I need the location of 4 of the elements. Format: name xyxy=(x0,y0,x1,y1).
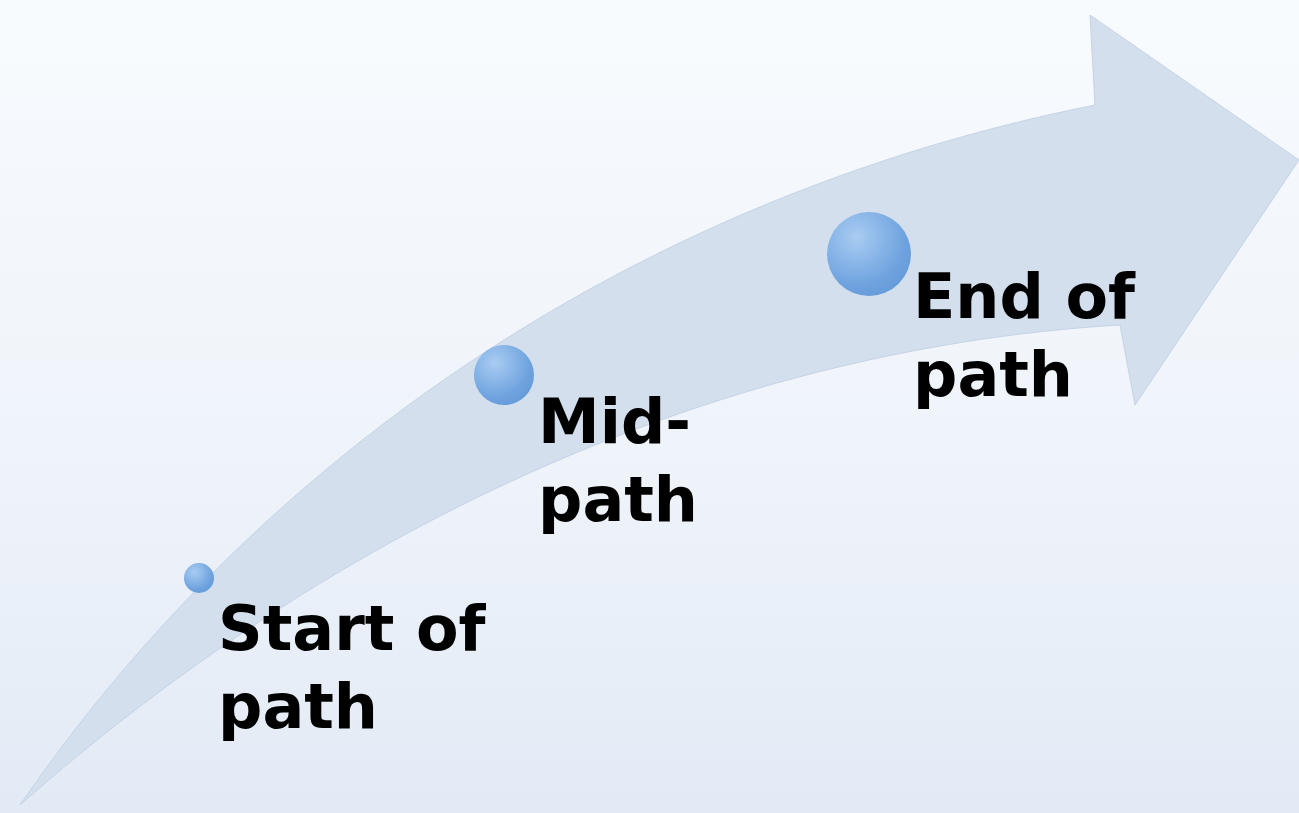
milestone-label: End of path xyxy=(913,259,1137,413)
milestone-dot xyxy=(184,563,214,593)
milestone-label: Start of path xyxy=(218,591,487,745)
milestone-label: Mid- path xyxy=(538,384,699,538)
